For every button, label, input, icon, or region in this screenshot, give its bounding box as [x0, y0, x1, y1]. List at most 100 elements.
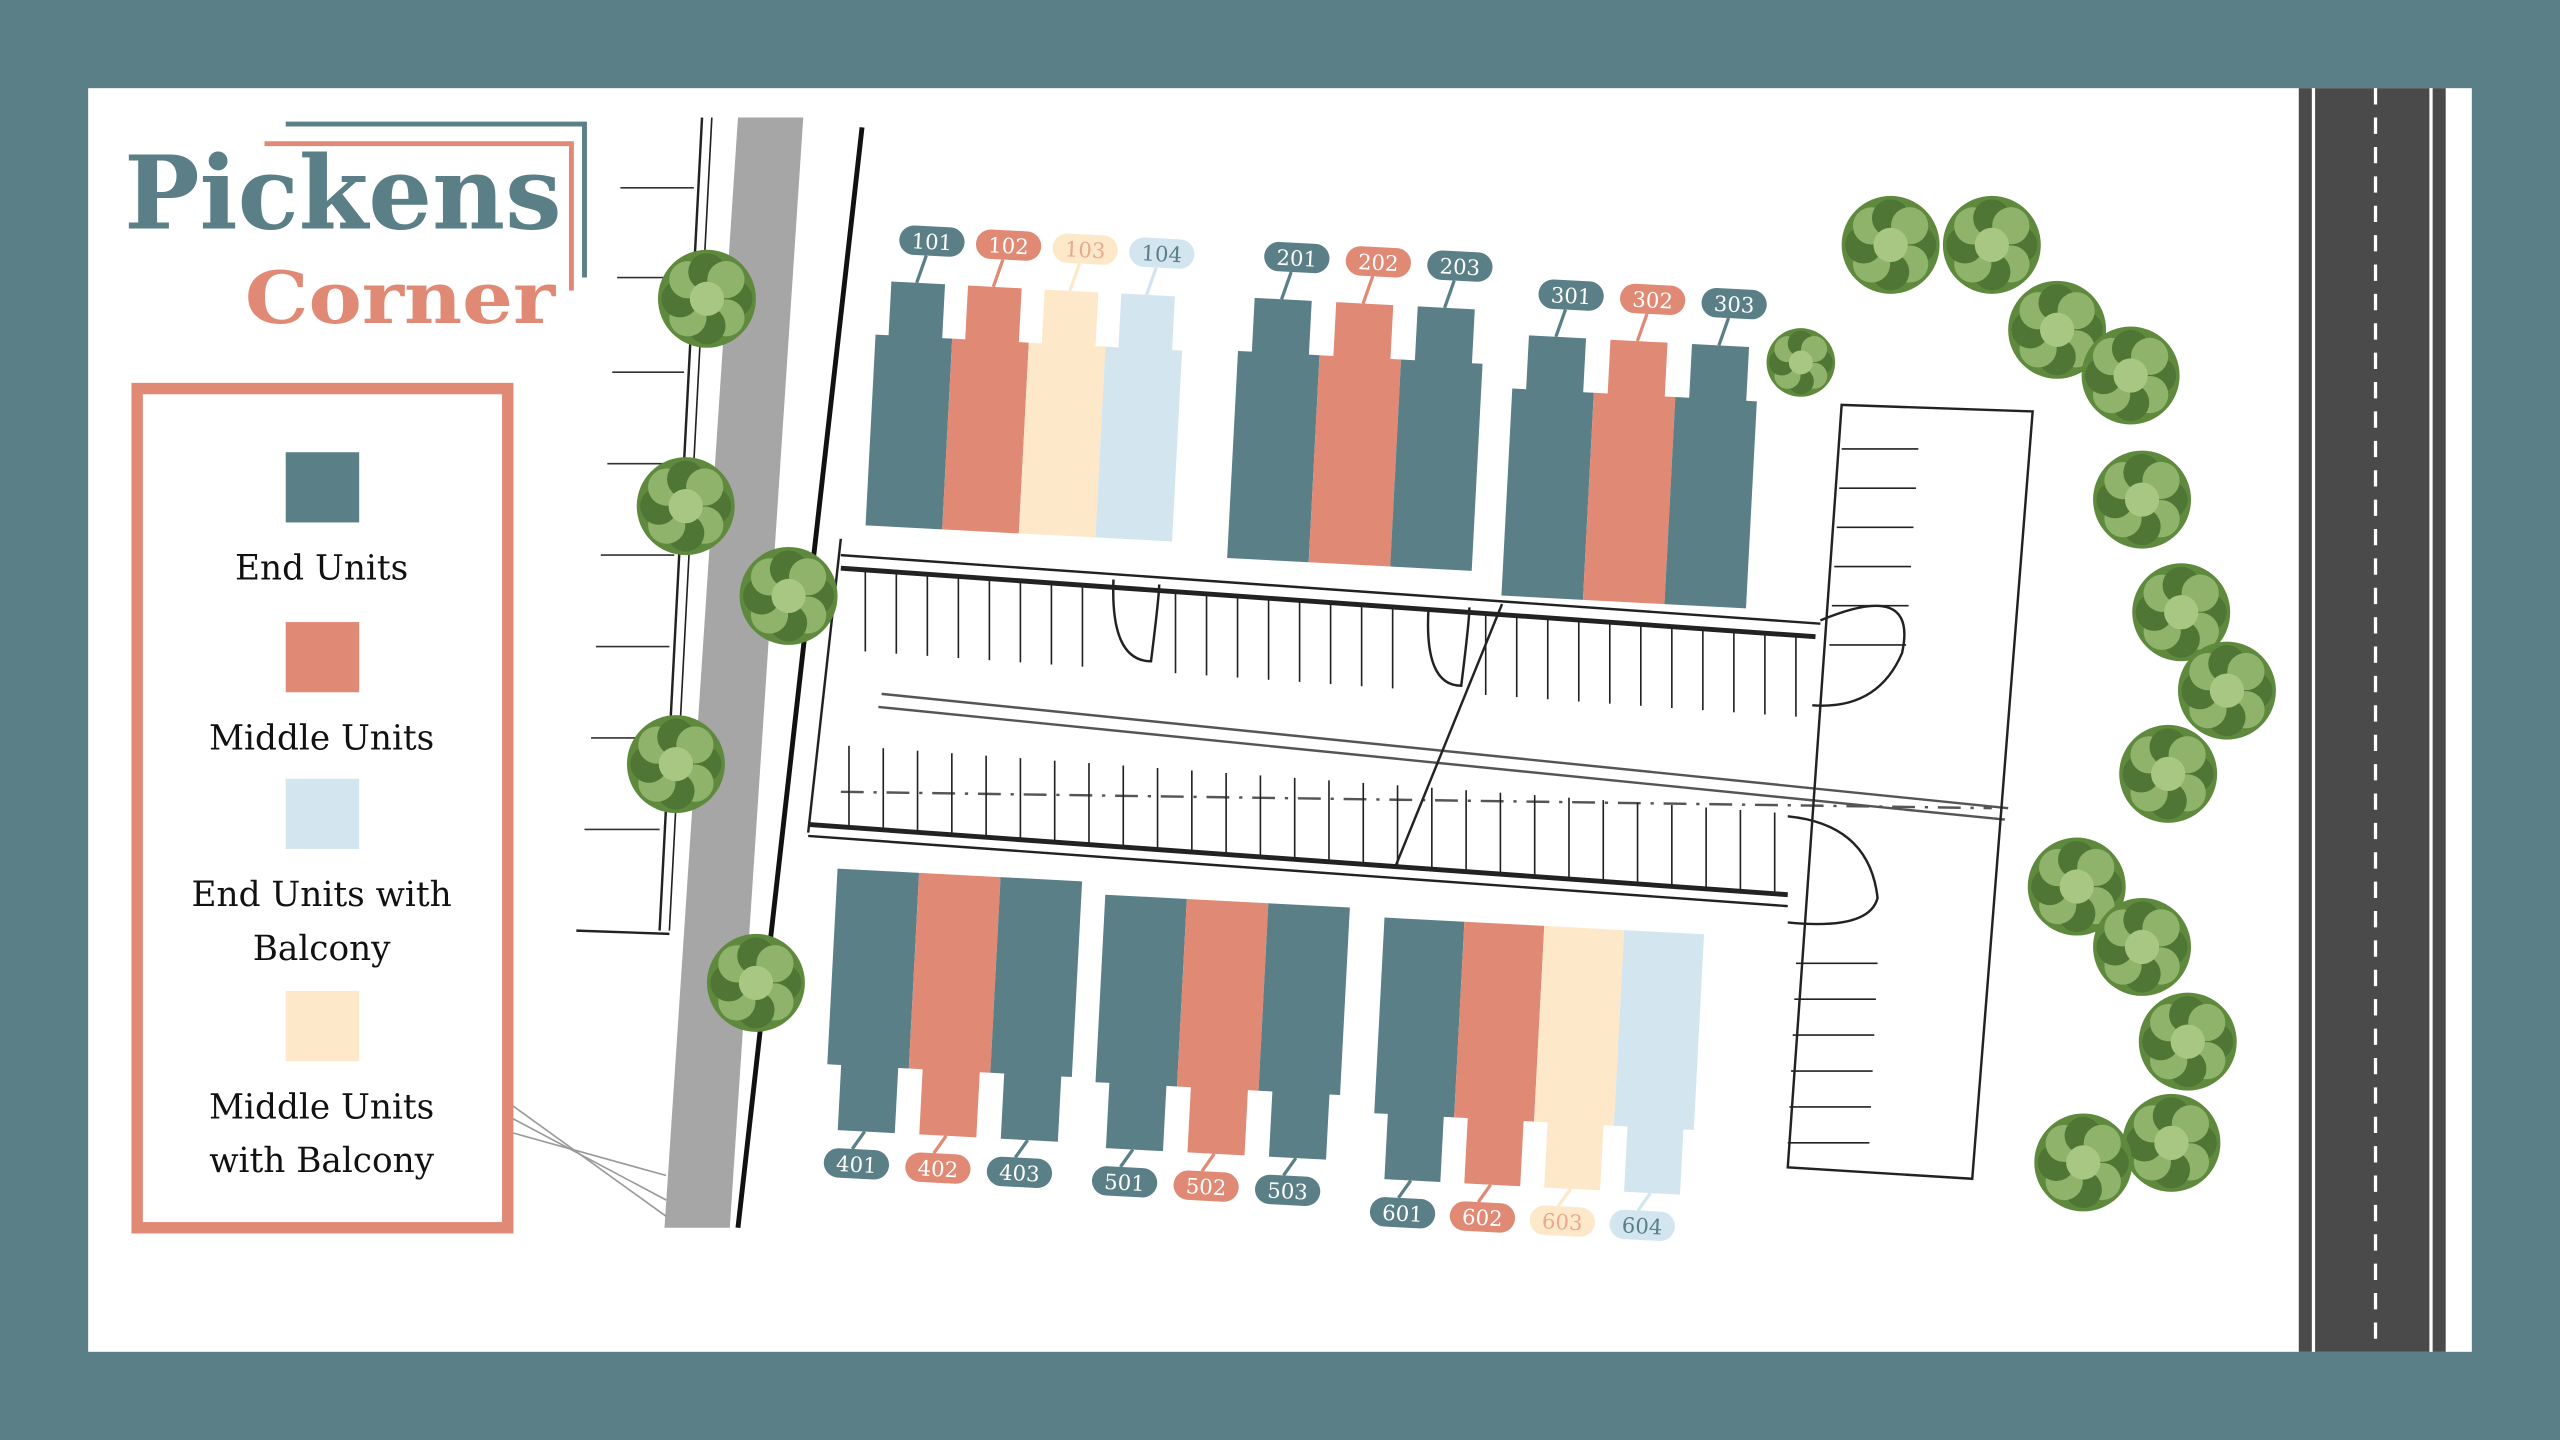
- tree-icon: [2034, 1113, 2133, 1212]
- unit-201[interactable]: 201: [1227, 240, 1330, 563]
- unit-shape[interactable]: [1174, 898, 1269, 1156]
- unit-502[interactable]: 502: [1171, 898, 1269, 1203]
- unit-label-pill[interactable]: [899, 225, 966, 258]
- unit-shape[interactable]: [1531, 925, 1625, 1191]
- tree-icon: [1766, 328, 1836, 397]
- unit-label-pill[interactable]: [1427, 250, 1494, 283]
- unit-shape[interactable]: [1308, 301, 1404, 567]
- tree-icon: [2177, 641, 2276, 740]
- legend-swatch: [285, 991, 360, 1062]
- unit-shape[interactable]: [824, 868, 920, 1134]
- unit-shape[interactable]: [1227, 297, 1322, 563]
- tree-icon: [2119, 724, 2218, 823]
- unit-label-pill[interactable]: [1449, 1201, 1516, 1234]
- unit-label-pill[interactable]: [1345, 245, 1412, 278]
- unit-302[interactable]: 302: [1582, 282, 1686, 605]
- unit-101[interactable]: 101: [865, 224, 966, 530]
- unit-label-pill[interactable]: [1619, 283, 1686, 316]
- unit-label-pill[interactable]: [975, 229, 1042, 262]
- unit-202[interactable]: 202: [1308, 244, 1412, 567]
- tree-icon: [2093, 450, 2192, 549]
- unit-number: 402: [917, 1156, 959, 1183]
- unit-label-pill[interactable]: [905, 1152, 972, 1185]
- unit-shape[interactable]: [987, 877, 1083, 1142]
- unit-203[interactable]: 203: [1390, 249, 1493, 571]
- unit-604[interactable]: 604: [1608, 930, 1705, 1242]
- unit-503[interactable]: 503: [1253, 903, 1350, 1207]
- legend-swatch: [285, 452, 360, 523]
- unit-number: 403: [998, 1161, 1040, 1188]
- unit-shape[interactable]: [865, 281, 955, 530]
- unit-label-pill[interactable]: [1609, 1209, 1676, 1242]
- unit-shape[interactable]: [1610, 930, 1705, 1195]
- legend-label: Middle Units: [209, 718, 434, 758]
- unit-shape[interactable]: [1092, 894, 1187, 1152]
- unit-shape[interactable]: [1255, 903, 1350, 1160]
- unit-shape[interactable]: [905, 872, 1001, 1138]
- unit-label-pill[interactable]: [1091, 1165, 1158, 1198]
- tree-icon: [1942, 195, 2041, 294]
- unit-number: 202: [1357, 250, 1399, 277]
- unit-label-pill[interactable]: [1369, 1196, 1436, 1229]
- unit-shape[interactable]: [1018, 289, 1108, 538]
- legend-label: End Units: [235, 549, 408, 589]
- unit-403[interactable]: 403: [984, 877, 1083, 1189]
- unit-602[interactable]: 602: [1448, 921, 1545, 1234]
- unit-number: 101: [911, 229, 953, 256]
- unit-number: 102: [988, 233, 1030, 260]
- tree-icon: [2132, 563, 2231, 662]
- unit-102[interactable]: 102: [942, 228, 1042, 534]
- tree-icon: [2081, 326, 2180, 425]
- parking-lot: [806, 403, 2034, 1181]
- unit-label-pill[interactable]: [1052, 233, 1119, 266]
- unit-label-pill[interactable]: [823, 1147, 890, 1180]
- tree-icon: [2027, 837, 2126, 936]
- unit-number: 301: [1550, 283, 1592, 310]
- unit-number: 602: [1461, 1205, 1503, 1232]
- unit-label-pill[interactable]: [1173, 1170, 1240, 1203]
- unit-shape[interactable]: [942, 285, 1031, 534]
- unit-shape[interactable]: [1582, 339, 1678, 605]
- unit-label-pill[interactable]: [1701, 287, 1768, 320]
- trees: [626, 195, 2276, 1212]
- unit-label-pill[interactable]: [1254, 1174, 1321, 1207]
- unit-label-pill[interactable]: [1538, 279, 1605, 312]
- unit-303[interactable]: 303: [1664, 286, 1768, 609]
- unit-number: 502: [1185, 1174, 1227, 1201]
- tree-icon: [2122, 1093, 2221, 1192]
- unit-label-pill[interactable]: [1263, 241, 1330, 274]
- tree-icon: [706, 933, 805, 1032]
- tree-icon: [636, 457, 735, 556]
- legend-swatch: [285, 622, 360, 693]
- unit-shape[interactable]: [1371, 917, 1465, 1183]
- unit-label-pill[interactable]: [1128, 237, 1195, 270]
- unit-number: 603: [1541, 1209, 1583, 1236]
- unit-603[interactable]: 603: [1528, 925, 1625, 1238]
- unit-402[interactable]: 402: [903, 872, 1001, 1185]
- unit-label-pill[interactable]: [1529, 1205, 1596, 1238]
- logo-line2: Corner: [245, 256, 556, 340]
- unit-104[interactable]: 104: [1095, 236, 1195, 542]
- unit-label-pill[interactable]: [986, 1156, 1053, 1189]
- unit-shape[interactable]: [1390, 306, 1485, 571]
- unit-shape[interactable]: [1501, 335, 1596, 600]
- unit-301[interactable]: 301: [1501, 278, 1604, 600]
- tree-icon: [626, 715, 725, 814]
- legend-label: End Units with: [192, 875, 452, 915]
- logo: Pickens Corner: [124, 121, 587, 340]
- unit-shape[interactable]: [1095, 293, 1184, 542]
- unit-number: 203: [1439, 254, 1481, 281]
- unit-shape[interactable]: [1664, 343, 1759, 609]
- unit-number: 503: [1267, 1178, 1309, 1205]
- building-2: 201 202 203: [1227, 240, 1493, 571]
- unit-401[interactable]: 401: [821, 868, 920, 1181]
- unit-number: 201: [1276, 246, 1318, 273]
- unit-103[interactable]: 103: [1018, 232, 1119, 538]
- unit-shape[interactable]: [1451, 921, 1545, 1187]
- unit-601[interactable]: 601: [1368, 917, 1465, 1230]
- legend-item-middle: Middle Units: [209, 622, 434, 758]
- unit-501[interactable]: 501: [1090, 894, 1187, 1199]
